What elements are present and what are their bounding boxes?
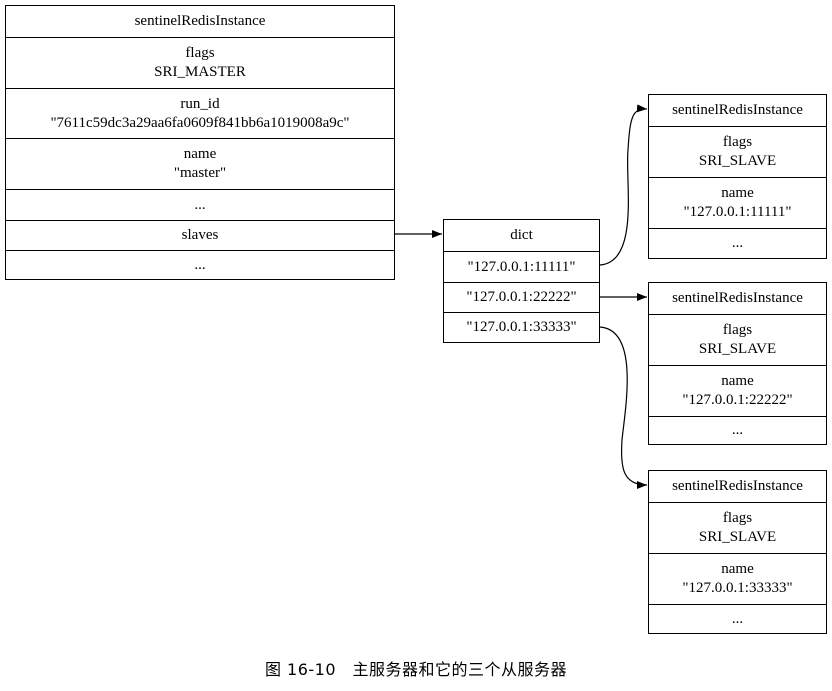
slave-title-text: sentinelRedisInstance: [672, 102, 803, 118]
slave-field-flags: flags SRI_SLAVE: [649, 502, 826, 553]
field-value: SRI_MASTER: [154, 64, 246, 80]
master-title-text: sentinelRedisInstance: [134, 13, 266, 29]
master-field-flags: flags SRI_MASTER: [6, 37, 394, 88]
dict-key: "127.0.0.1:33333": [444, 312, 599, 342]
field-label: ...: [194, 256, 206, 273]
dict-key-text: "127.0.0.1:22222": [466, 289, 577, 305]
master-field-slaves: slaves: [6, 220, 394, 250]
field-value: SRI_SLAVE: [698, 529, 777, 545]
slave-field-ellipsis: ...: [649, 416, 826, 444]
slaves-dict-record: dict "127.0.0.1:11111" "127.0.0.1:22222"…: [443, 219, 600, 343]
master-field-run-id: run_id "7611c59dc3a29aa6fa0609f841bb6a10…: [6, 88, 394, 138]
slave-field-ellipsis: ...: [649, 228, 826, 258]
field-value: SRI_SLAVE: [698, 153, 777, 169]
dict-key: "127.0.0.1:11111": [444, 251, 599, 282]
slave-instance-record: sentinelRedisInstance flags SRI_SLAVE na…: [648, 94, 827, 259]
master-field-name: name "master": [6, 138, 394, 189]
slave-field-name: name "127.0.0.1:22222": [649, 365, 826, 416]
field-label: name: [183, 146, 217, 162]
field-label: name: [721, 561, 754, 577]
figure-caption: 图 16-10 主服务器和它的三个从服务器: [264, 660, 568, 679]
master-title: sentinelRedisInstance: [6, 6, 394, 37]
field-label: flags: [722, 322, 753, 338]
field-value: "127.0.0.1:33333": [682, 580, 793, 596]
edge-dict-key1-to-slave1: [599, 104, 648, 266]
field-label: run_id: [180, 95, 220, 112]
field-value: "127.0.0.1:22222": [682, 392, 793, 408]
field-label: flags: [722, 134, 753, 150]
field-value: "7611c59dc3a29aa6fa0609f841bb6a1019008a9…: [50, 114, 350, 131]
field-label: slaves: [181, 227, 219, 243]
slave-instance-record: sentinelRedisInstance flags SRI_SLAVE na…: [648, 470, 827, 634]
dict-key-text: "127.0.0.1:11111": [467, 258, 576, 275]
field-label: flags: [185, 45, 215, 61]
master-instance-record: sentinelRedisInstance flags SRI_MASTER r…: [5, 5, 395, 280]
dict-key: "127.0.0.1:22222": [444, 282, 599, 312]
dict-title-text: dict: [510, 227, 533, 243]
slave-instance-record: sentinelRedisInstance flags SRI_SLAVE na…: [648, 282, 827, 445]
field-value: "127.0.0.1:11111": [683, 204, 792, 220]
slave-title: sentinelRedisInstance: [649, 283, 826, 314]
field-label: ...: [731, 235, 744, 251]
dict-title: dict: [444, 220, 599, 251]
field-label: flags: [722, 510, 753, 526]
edge-dict-key3-to-slave3: [599, 326, 648, 489]
master-field-ellipsis-2: ...: [6, 250, 394, 279]
field-label: ...: [731, 610, 744, 627]
slave-title: sentinelRedisInstance: [649, 471, 826, 502]
field-label: ...: [194, 196, 206, 213]
slave-field-ellipsis: ...: [649, 604, 826, 633]
field-value: SRI_SLAVE: [698, 341, 777, 357]
slave-field-name: name "127.0.0.1:11111": [649, 177, 826, 228]
field-label: name: [721, 185, 754, 201]
slave-field-flags: flags SRI_SLAVE: [649, 126, 826, 177]
field-label: name: [721, 373, 754, 389]
dict-key-text: "127.0.0.1:33333": [466, 319, 577, 335]
field-label: ...: [731, 422, 744, 438]
slave-field-flags: flags SRI_SLAVE: [649, 314, 826, 365]
field-value: "master": [173, 165, 227, 181]
master-field-ellipsis: ...: [6, 189, 394, 220]
slave-field-name: name "127.0.0.1:33333": [649, 553, 826, 604]
slave-title: sentinelRedisInstance: [649, 95, 826, 126]
slave-title-text: sentinelRedisInstance: [672, 478, 803, 494]
slave-title-text: sentinelRedisInstance: [672, 290, 803, 306]
